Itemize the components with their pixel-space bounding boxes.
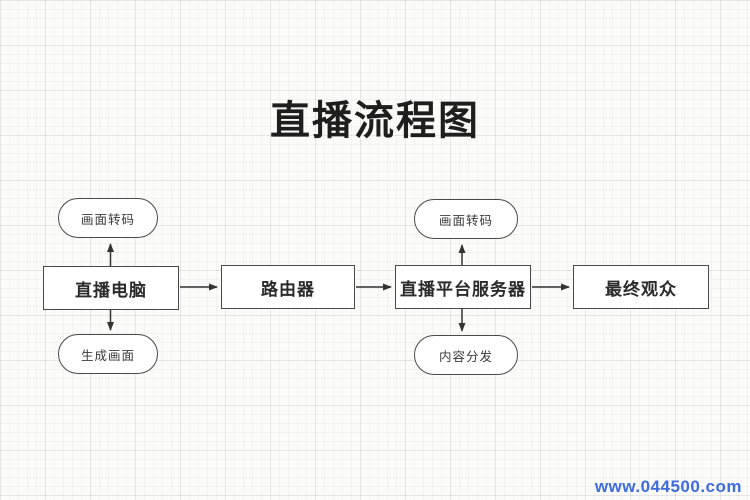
node-live-computer: 直播电脑: [43, 266, 179, 310]
node-label: 直播平台服务器: [400, 279, 526, 299]
node-label: 路由器: [261, 279, 315, 299]
node-label: 直播电脑: [75, 280, 147, 300]
node-label: 生成画面: [80, 348, 135, 363]
node-label: 内容分发: [438, 349, 493, 364]
node-label: 画面转码: [438, 213, 493, 228]
node-label: 画面转码: [80, 212, 135, 227]
node-content-distribution: 内容分发: [414, 335, 518, 375]
node-transcode-right: 画面转码: [414, 199, 518, 239]
node-transcode-left: 画面转码: [58, 198, 158, 238]
node-platform-server: 直播平台服务器: [395, 265, 531, 309]
node-router: 路由器: [221, 265, 355, 309]
watermark-url: www.044500.com: [594, 477, 742, 496]
node-label: 最终观众: [605, 279, 677, 299]
node-final-audience: 最终观众: [573, 265, 709, 309]
page-title: 直播流程图: [270, 99, 480, 143]
node-generate-picture: 生成画面: [58, 334, 158, 374]
